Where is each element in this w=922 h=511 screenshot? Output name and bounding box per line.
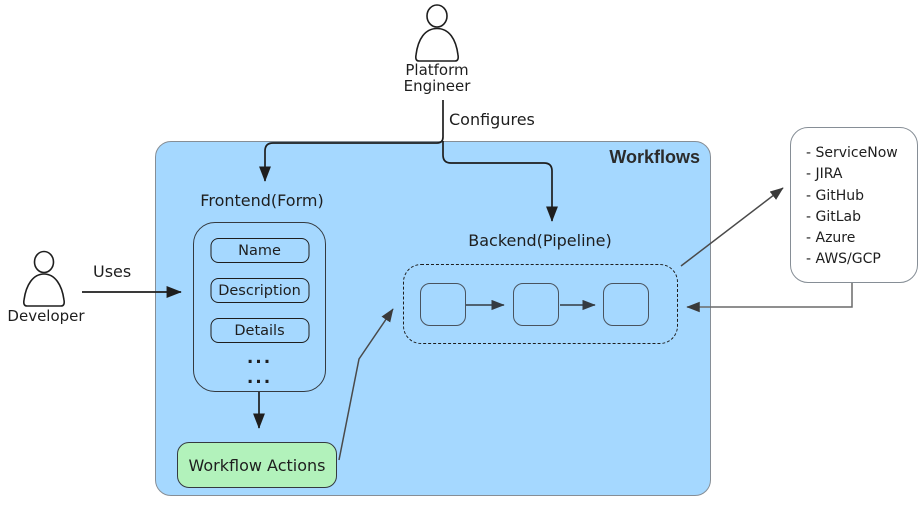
pipeline-stage-2	[513, 283, 559, 326]
uses-edge-label: Uses	[93, 262, 132, 281]
workflow-actions-label: Workflow Actions	[188, 455, 326, 475]
configures-edge-label: Configures	[449, 110, 535, 129]
frontend-form-title: Frontend(Form)	[200, 191, 324, 210]
form-field-description: Description	[210, 278, 309, 303]
form-ellipsis: ...	[246, 348, 273, 368]
integration-item-azure: - Azure	[806, 230, 856, 247]
frontend-form-box: Name Description Details ... ...	[193, 222, 326, 392]
form-field-name: Name	[210, 238, 309, 263]
backend-pipeline-box	[403, 264, 678, 344]
platform-engineer-icon	[415, 4, 459, 62]
form-field-details: Details	[210, 318, 309, 343]
integration-item-servicenow: - ServiceNow	[806, 145, 898, 161]
integration-item-jira: - JIRA	[806, 166, 843, 183]
pipeline-stage-1	[420, 283, 466, 326]
platform-engineer-label: Platform Engineer	[403, 61, 471, 95]
workflows-title: Workflows	[609, 147, 700, 167]
pipeline-stage-3	[603, 283, 649, 326]
form-ellipsis: ...	[246, 368, 273, 388]
developer-icon	[23, 250, 65, 307]
integration-item-github: - GitHub	[806, 187, 865, 204]
workflow-actions-box: Workflow Actions	[177, 442, 337, 488]
integrations-box: - ServiceNow - JIRA - GitHub - GitLab - …	[790, 127, 918, 283]
integration-item-gitlab: - GitLab	[806, 208, 861, 225]
integration-item-awsgcp: - AWS/GCP	[806, 251, 881, 268]
developer-label: Developer	[7, 307, 85, 325]
integrations-to-pipeline-arrow	[686, 283, 853, 313]
backend-pipeline-title: Backend(Pipeline)	[468, 231, 612, 250]
